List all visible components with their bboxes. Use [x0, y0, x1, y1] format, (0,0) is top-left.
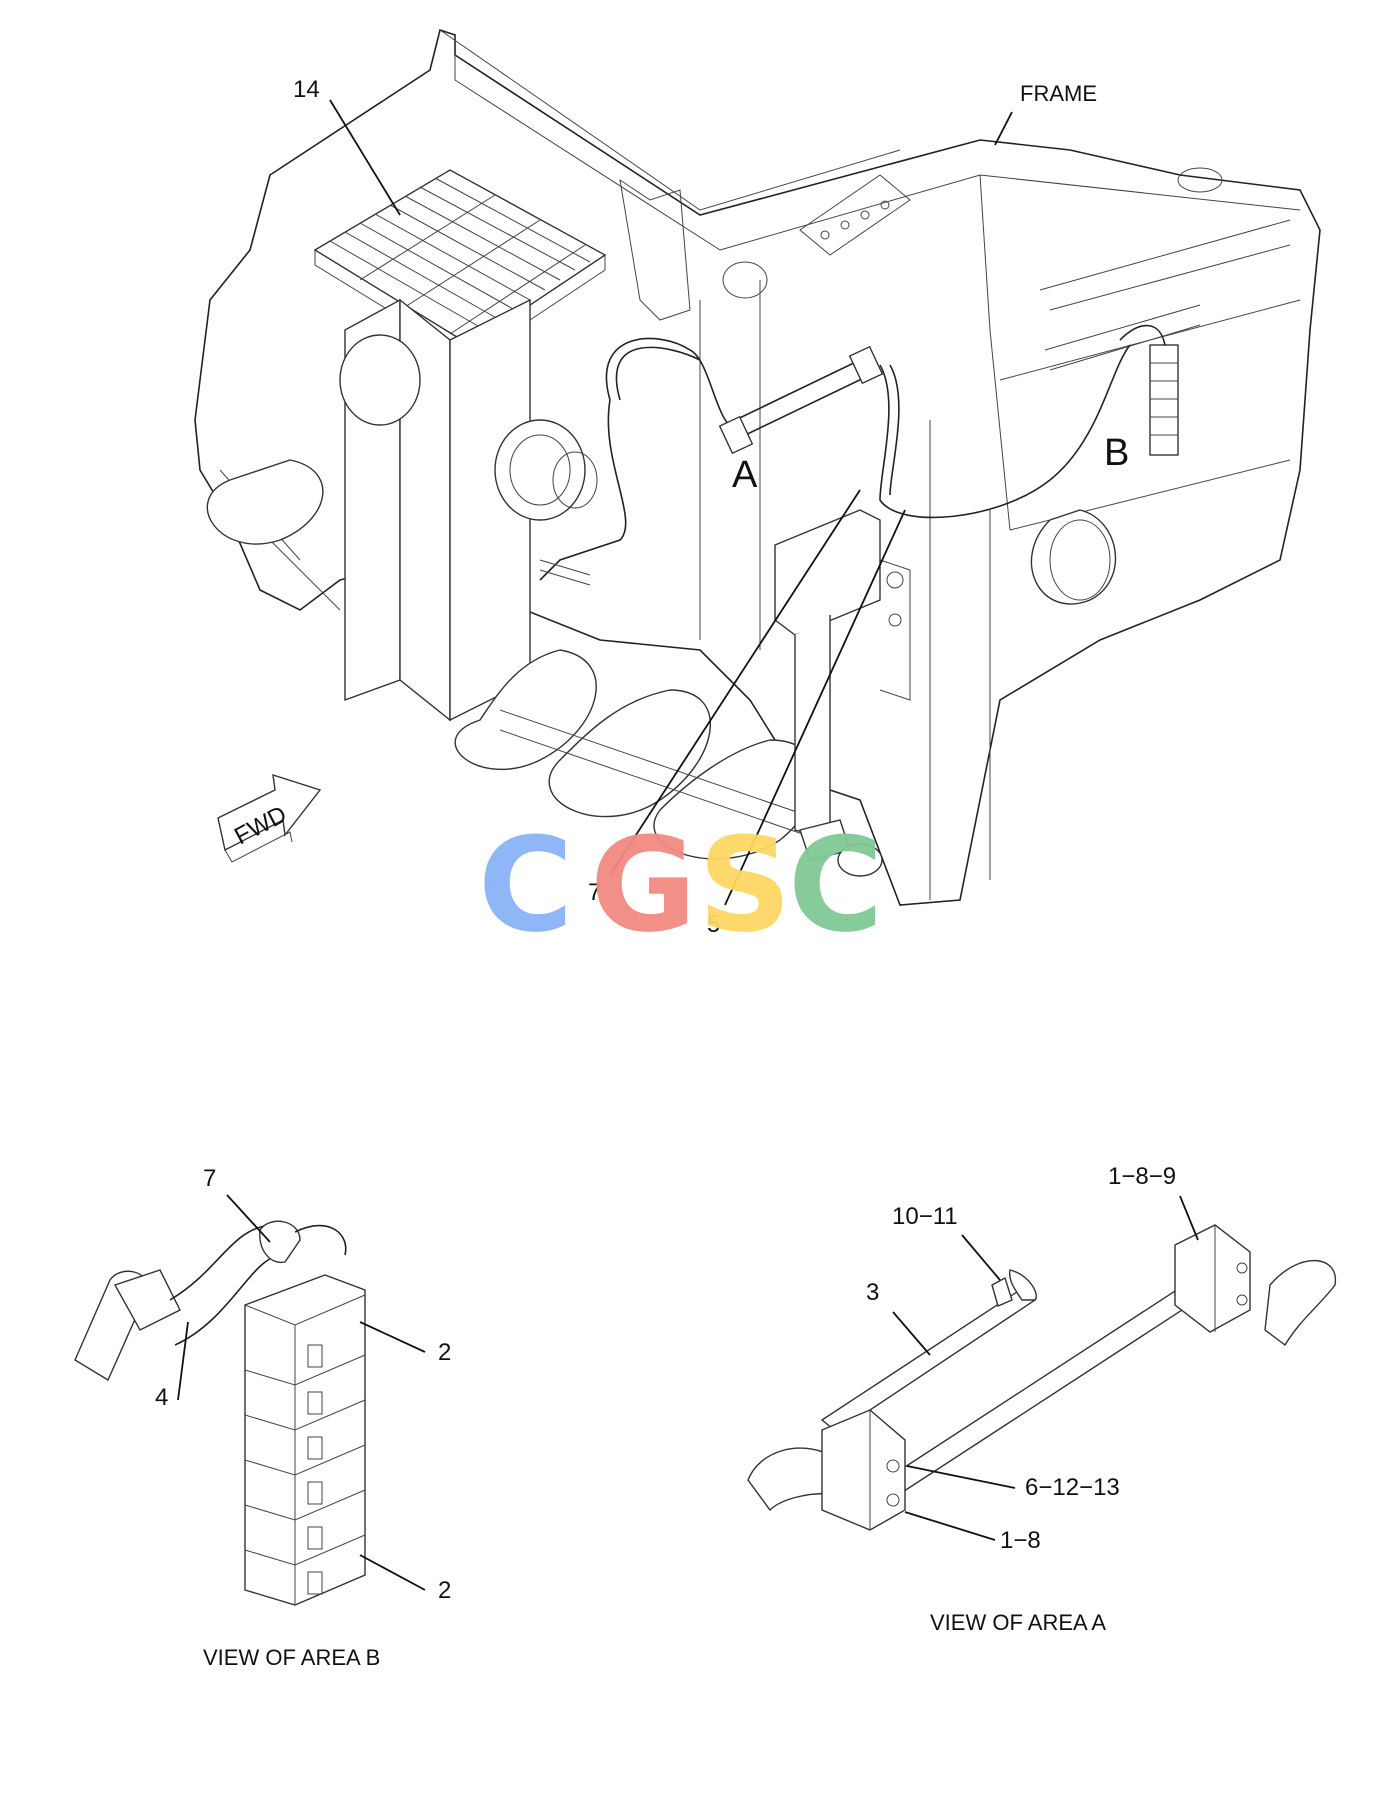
view-a-item-1-8-9-label: 1−8−9 — [1108, 1163, 1176, 1190]
frame-body — [194, 28, 1321, 906]
grille-slats — [329, 177, 591, 335]
view-b-item-7-label: 7 — [203, 1165, 216, 1192]
item-14-label: 14 — [293, 76, 320, 103]
view-area-a: 1−8−9 10−11 3 6−12−13 1−8 VIEW OF AREA A — [747, 1163, 1336, 1635]
view-a-caption: VIEW OF AREA A — [930, 1610, 1106, 1635]
main-leaders — [329, 99, 1013, 906]
area-a-label: A — [732, 454, 758, 496]
view-a-item-6-12-13-label: 6−12−13 — [1025, 1474, 1120, 1501]
view-a-item-10-11-label: 10−11 — [892, 1203, 958, 1230]
relay-bank — [1119, 324, 1179, 456]
area-b-label: B — [1104, 432, 1129, 474]
view-a-item-1-8-label: 1−8 — [1000, 1527, 1041, 1554]
watermark-letter: S — [698, 809, 792, 961]
view-b-item-2-top-label: 2 — [438, 1339, 451, 1366]
wiring-harness — [539, 337, 1131, 586]
view-area-b: 7 4 2 2 VIEW OF AREA B — [74, 1165, 451, 1670]
auger-flights — [206, 459, 1117, 860]
fwd-arrow: FWD — [217, 773, 322, 863]
view-b-item-2-bottom-label: 2 — [438, 1577, 451, 1604]
view-b-caption: VIEW OF AREA B — [203, 1645, 380, 1670]
item-7-label: 7 — [588, 879, 601, 906]
watermark-letter: C — [478, 809, 573, 961]
relay-stack — [244, 1274, 366, 1606]
radiator-assembly — [219, 298, 598, 722]
view-a-item-3-label: 3 — [866, 1279, 879, 1306]
watermark-letter: C — [788, 809, 883, 961]
main-view: FWD 14 FRAME A B 7 5 — [194, 28, 1321, 938]
frame-label: FRAME — [1020, 81, 1097, 106]
watermark-letter: G — [590, 809, 697, 961]
watermark: C G S C — [478, 809, 883, 961]
item-5-label: 5 — [707, 911, 720, 938]
view-b-item-4-label: 4 — [155, 1384, 168, 1411]
grille-panel — [313, 169, 607, 361]
hanger-bracket — [774, 509, 911, 877]
